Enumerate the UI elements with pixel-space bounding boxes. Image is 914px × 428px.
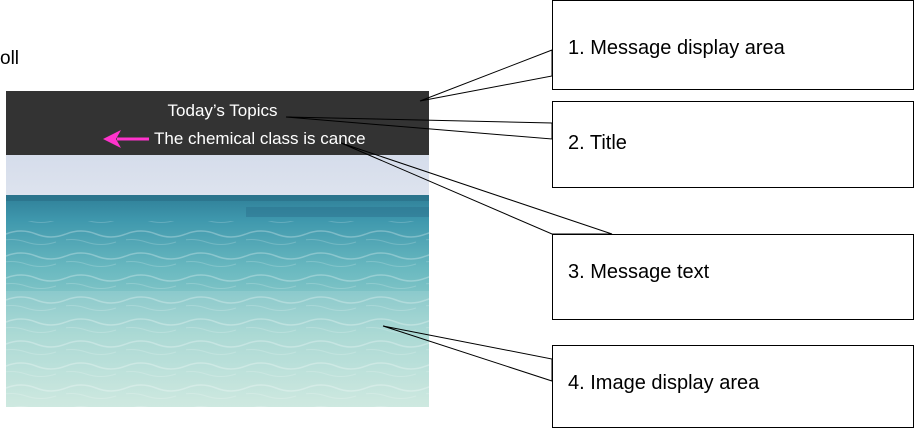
callout-label: 3. Message text	[568, 261, 710, 283]
callout-label: 2. Title	[568, 132, 627, 154]
message-text: The chemical class is cance	[154, 129, 366, 148]
leader-line-message-area	[419, 49, 553, 102]
callout-message-display-area: 1. Message display area	[552, 0, 914, 90]
callout-image-display-area: 4. Image display area	[552, 345, 914, 428]
scroll-left-arrow-icon	[103, 130, 149, 148]
callout-label: 1. Message display area	[568, 37, 785, 59]
callout-label: 4. Image display area	[568, 372, 760, 394]
message-title: Today’s Topics	[167, 101, 278, 120]
callout-title: 2. Title	[552, 101, 914, 188]
display-screen: Today’s Topics The chemical class is can…	[6, 91, 429, 407]
callout-message-text: 3. Message text	[552, 234, 914, 320]
cropped-label-text: oll	[0, 48, 20, 69]
message-display-area: Today’s Topics The chemical class is can…	[6, 91, 429, 155]
